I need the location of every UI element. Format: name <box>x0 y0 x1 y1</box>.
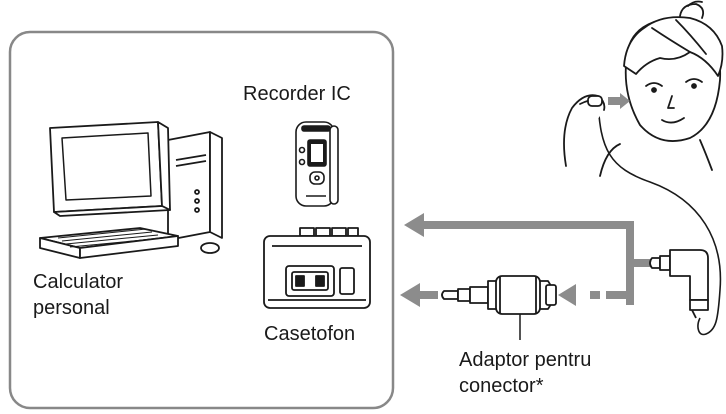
cassette-label: Casetofon <box>264 323 356 345</box>
cassette-player-icon <box>263 227 371 309</box>
devices-frame <box>8 30 395 410</box>
signal-arrows <box>400 213 654 307</box>
person-with-earphone-icon <box>563 0 724 177</box>
headphone-plug-icon <box>649 249 709 319</box>
plug-adaptor-icon <box>441 275 557 340</box>
recorder-label: Recorder IC <box>243 83 351 105</box>
adaptor-label-line1: Adaptor pentru <box>459 349 592 371</box>
earphone-cable <box>597 99 722 336</box>
ic-recorder-icon <box>295 121 339 207</box>
computer-label-line2: personal <box>33 297 110 319</box>
computer-label-line1: Calculator <box>33 271 124 293</box>
desktop-computer-icon <box>39 121 223 259</box>
adaptor-label-line2: conector* <box>459 375 544 397</box>
